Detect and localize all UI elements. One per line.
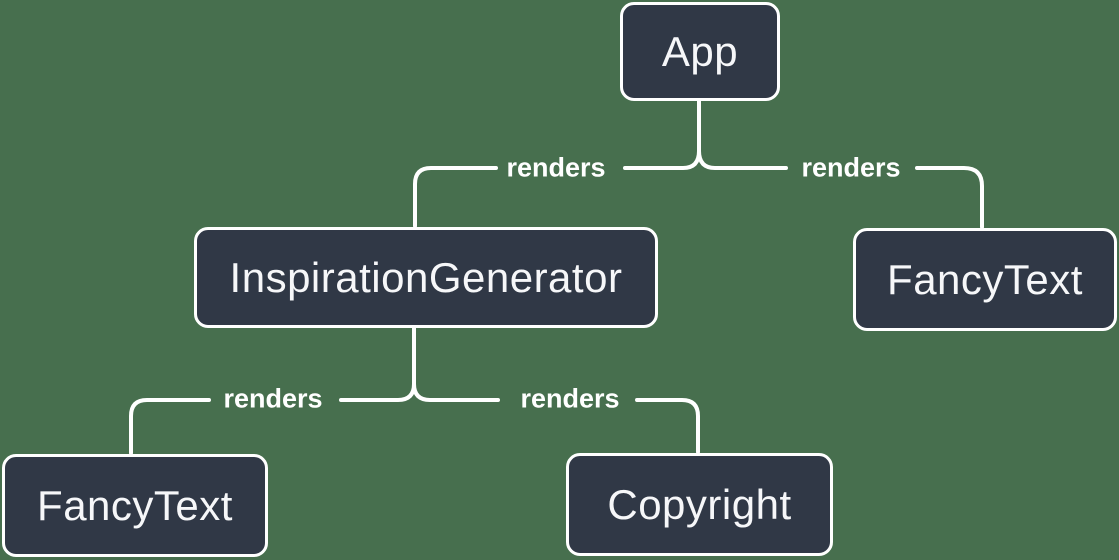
node-fancy-text-top-right: FancyText xyxy=(853,228,1117,331)
node-fancy-text-bottom-left: FancyText xyxy=(2,454,268,557)
node-app: App xyxy=(620,2,780,101)
node-app-label: App xyxy=(661,27,739,75)
node-inspiration-generator: InspirationGenerator xyxy=(194,227,658,328)
edge-app-to-fancytext xyxy=(697,149,984,229)
node-fancy-text-bottom-left-label: FancyText xyxy=(37,481,233,529)
edge-label-inspirationgenerator-fancytext: renders xyxy=(223,383,323,414)
node-inspiration-generator-label: InspirationGenerator xyxy=(229,253,623,301)
edge-label-app-inspirationgenerator: renders xyxy=(506,152,606,183)
edge-label-app-fancytext: renders xyxy=(801,152,901,183)
node-copyright-label: Copyright xyxy=(607,480,792,528)
edge-inspirationgenerator-to-copyright xyxy=(412,382,700,454)
edge-label-inspirationgenerator-copyright: renders xyxy=(520,383,620,414)
node-fancy-text-top-right-label: FancyText xyxy=(887,255,1083,303)
node-copyright: Copyright xyxy=(566,453,833,556)
